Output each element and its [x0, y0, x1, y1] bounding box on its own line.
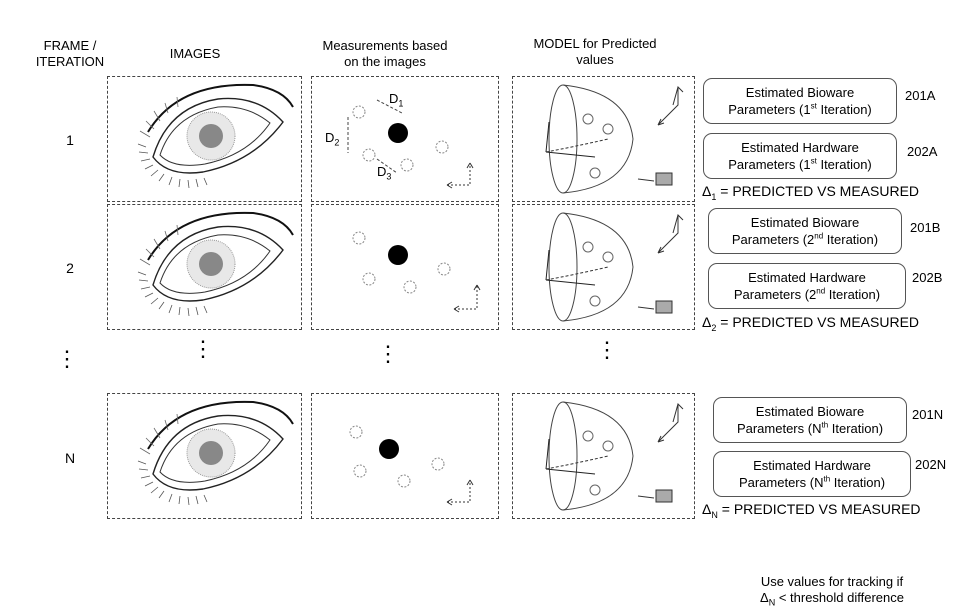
frame-label-2: 2: [66, 260, 74, 276]
measurements-header: Measurements based on the images: [300, 38, 470, 70]
model-panel-n: [512, 393, 695, 519]
bioware-box-2: Estimated Bioware Parameters (2nd Iterat…: [708, 208, 902, 254]
model-diagram-2: [545, 212, 684, 322]
frame-label-n: N: [64, 450, 76, 466]
ellipsis-frame: ⋮: [56, 346, 78, 371]
ellipsis-model: ⋮: [596, 337, 618, 362]
ref-label-201a: 201A: [905, 88, 936, 103]
bioware-box-n-line1: Estimated Bioware: [755, 404, 865, 419]
hardware-box-2-line1: Estimated Hardware: [748, 270, 866, 285]
eye-image-panel-1: [107, 76, 302, 202]
images-header: IMAGES: [169, 46, 221, 61]
eye-image-n: [137, 400, 294, 506]
bioware-box-n-line2: Parameters (Nth Iteration): [736, 420, 884, 436]
ref-label-201n: 201N: [912, 407, 944, 422]
measurement-panel-2: [311, 204, 499, 330]
model-header-line2: values: [576, 52, 614, 67]
ref-label-202a: 202A: [907, 144, 938, 159]
ref-label-202b: 202B: [912, 270, 943, 285]
bioware-box-n: Estimated Bioware Parameters (Nth Iterat…: [713, 397, 907, 443]
measurement-diagram-n: [349, 425, 474, 506]
distance-label-d3: D3: [377, 164, 392, 182]
bioware-box-2-line2: Parameters (2nd Iteration): [731, 231, 879, 247]
model-panel-1: [512, 76, 695, 202]
ellipsis-measurements: ⋮: [377, 341, 399, 366]
ref-label-201b: 201B: [910, 220, 941, 235]
measurement-diagram-1: [347, 99, 474, 189]
frame-label-1: 1: [66, 132, 74, 148]
hardware-box-2-line2: Parameters (2nd Iteration): [733, 286, 881, 302]
bioware-box-1-line2: Parameters (1st Iteration): [728, 101, 872, 117]
hardware-box-n-line1: Estimated Hardware: [753, 458, 871, 473]
frame-header-line1: FRAME /: [43, 38, 97, 53]
distance-label-d2: D2: [325, 130, 340, 148]
model-diagram-1: [545, 84, 684, 194]
ref-label-202n: 202N: [915, 457, 947, 472]
measurements-header-line1: Measurements based: [322, 38, 448, 53]
frame-header-line2: ITERATION: [35, 54, 105, 69]
eye-image-panel-2: [107, 204, 302, 330]
hardware-box-2: Estimated Hardware Parameters (2nd Itera…: [708, 263, 906, 309]
hardware-box-1-line2: Parameters (1st Iteration): [728, 156, 872, 172]
model-header-line1: MODEL for Predicted: [533, 36, 657, 51]
model-header: MODEL for Predicted values: [500, 36, 690, 68]
bioware-box-1: Estimated Bioware Parameters (1st Iterat…: [703, 78, 897, 124]
model-panel-2: [512, 204, 695, 330]
eye-image-1: [137, 83, 294, 189]
ellipsis-images: ⋮: [192, 336, 214, 361]
delta-line-2: Δ2 = PREDICTED VS MEASURED: [702, 314, 920, 333]
hardware-box-n-line2: Parameters (Nth Iteration): [738, 474, 886, 490]
delta-line-n: ΔN = PREDICTED VS MEASURED: [702, 501, 921, 520]
tracking-note: Use values for tracking if ΔN < threshol…: [722, 574, 942, 608]
measurement-panel-1: D1 D2 D3: [311, 76, 499, 202]
frame-iteration-header: FRAME / ITERATION: [25, 38, 115, 70]
hardware-box-1: Estimated Hardware Parameters (1st Itera…: [703, 133, 897, 179]
hardware-box-1-line1: Estimated Hardware: [741, 140, 859, 155]
measurement-diagram-2: [352, 231, 481, 313]
tracking-note-line2: ΔN < threshold difference: [760, 590, 904, 608]
eye-image-panel-n: [107, 393, 302, 519]
bioware-box-2-line1: Estimated Bioware: [750, 215, 860, 230]
measurement-panel-n: [311, 393, 499, 519]
hardware-box-n: Estimated Hardware Parameters (Nth Itera…: [713, 451, 911, 497]
bioware-box-1-line1: Estimated Bioware: [745, 85, 855, 100]
model-diagram-n: [545, 401, 684, 511]
distance-label-d1: D1: [389, 91, 404, 109]
eye-image-2: [137, 211, 294, 317]
delta-line-1: Δ1 = PREDICTED VS MEASURED: [702, 183, 920, 202]
tracking-note-line1: Use values for tracking if: [760, 574, 904, 589]
measurements-header-line2: on the images: [344, 54, 426, 69]
